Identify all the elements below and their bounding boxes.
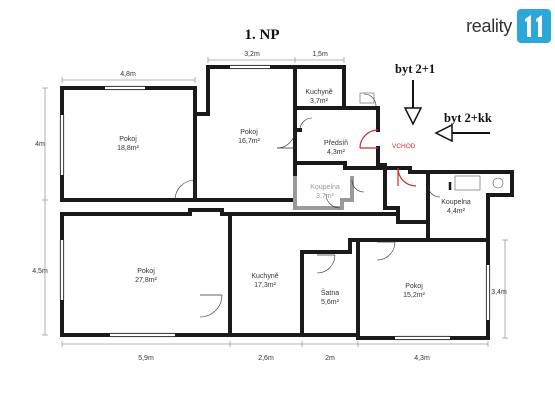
dim-left-lower: 4,5m (32, 268, 48, 275)
room-koupelna-a-area: 3,7m² (316, 193, 335, 200)
fixtures (359, 92, 504, 191)
dimension-lines (42, 57, 508, 347)
room-pokoj-d-area: 15,2m² (403, 292, 425, 299)
dim-left-upper: 4m (35, 141, 45, 148)
label-byt-2-1: byt 2+1 (395, 62, 435, 76)
room-pokoj-b-area: 16,7m² (238, 138, 260, 145)
room-kuchyne-b-name: Kuchyně (251, 273, 278, 280)
brand-mark-icon (517, 9, 551, 43)
label-byt-2-kk: byt 2+kk (444, 111, 492, 125)
dim-top-a: 3,2m (244, 51, 260, 58)
dim-top-b: 1,5m (312, 51, 328, 58)
entrance-arrows (403, 80, 490, 143)
room-kuchyne-b-area: 17,3m² (254, 282, 276, 289)
room-pokoj-c-name: Pokoj (137, 268, 155, 275)
dim-bottom-b: 2,6m (258, 355, 274, 362)
room-pokoj-a-name: Pokoj (119, 136, 137, 143)
room-koupelna-b-name: Koupelna (441, 199, 471, 206)
dim-bottom-a: 5,9m (138, 355, 154, 362)
entrance-doors (359, 129, 417, 187)
dim-bottom-c: 2m (325, 355, 335, 362)
label-vchod: VCHOD (392, 143, 416, 150)
room-koupelna-b-area: 4,4m² (447, 208, 466, 215)
windows (59, 64, 491, 341)
room-kuchyne-a-area: 3,7m² (310, 98, 329, 105)
dim-right: 3,4m (491, 289, 507, 296)
dim-top-left: 4,8m (120, 71, 136, 78)
room-pokoj-d-name: Pokoj (405, 283, 423, 290)
room-pokoj-b-name: Pokoj (240, 129, 258, 136)
floor-title: 1. NP (245, 27, 280, 43)
dim-bottom-d: 4,3m (414, 355, 430, 362)
room-koupelna-a-name: Koupelna (310, 184, 340, 191)
room-predsin-name: Předsíň (324, 140, 348, 147)
room-satna-area: 5,6m² (321, 299, 340, 306)
brand-logo: reality (466, 9, 551, 43)
brand-name: reality (466, 15, 512, 36)
room-pokoj-c-area: 27,8m² (135, 277, 157, 284)
doors (174, 93, 441, 318)
room-kuchyne-a-name: Kuchyně (305, 89, 332, 96)
room-satna-name: Šatna (321, 288, 339, 297)
room-predsin-area: 4,3m² (327, 149, 346, 156)
room-pokoj-a-area: 18,8m² (117, 145, 139, 152)
